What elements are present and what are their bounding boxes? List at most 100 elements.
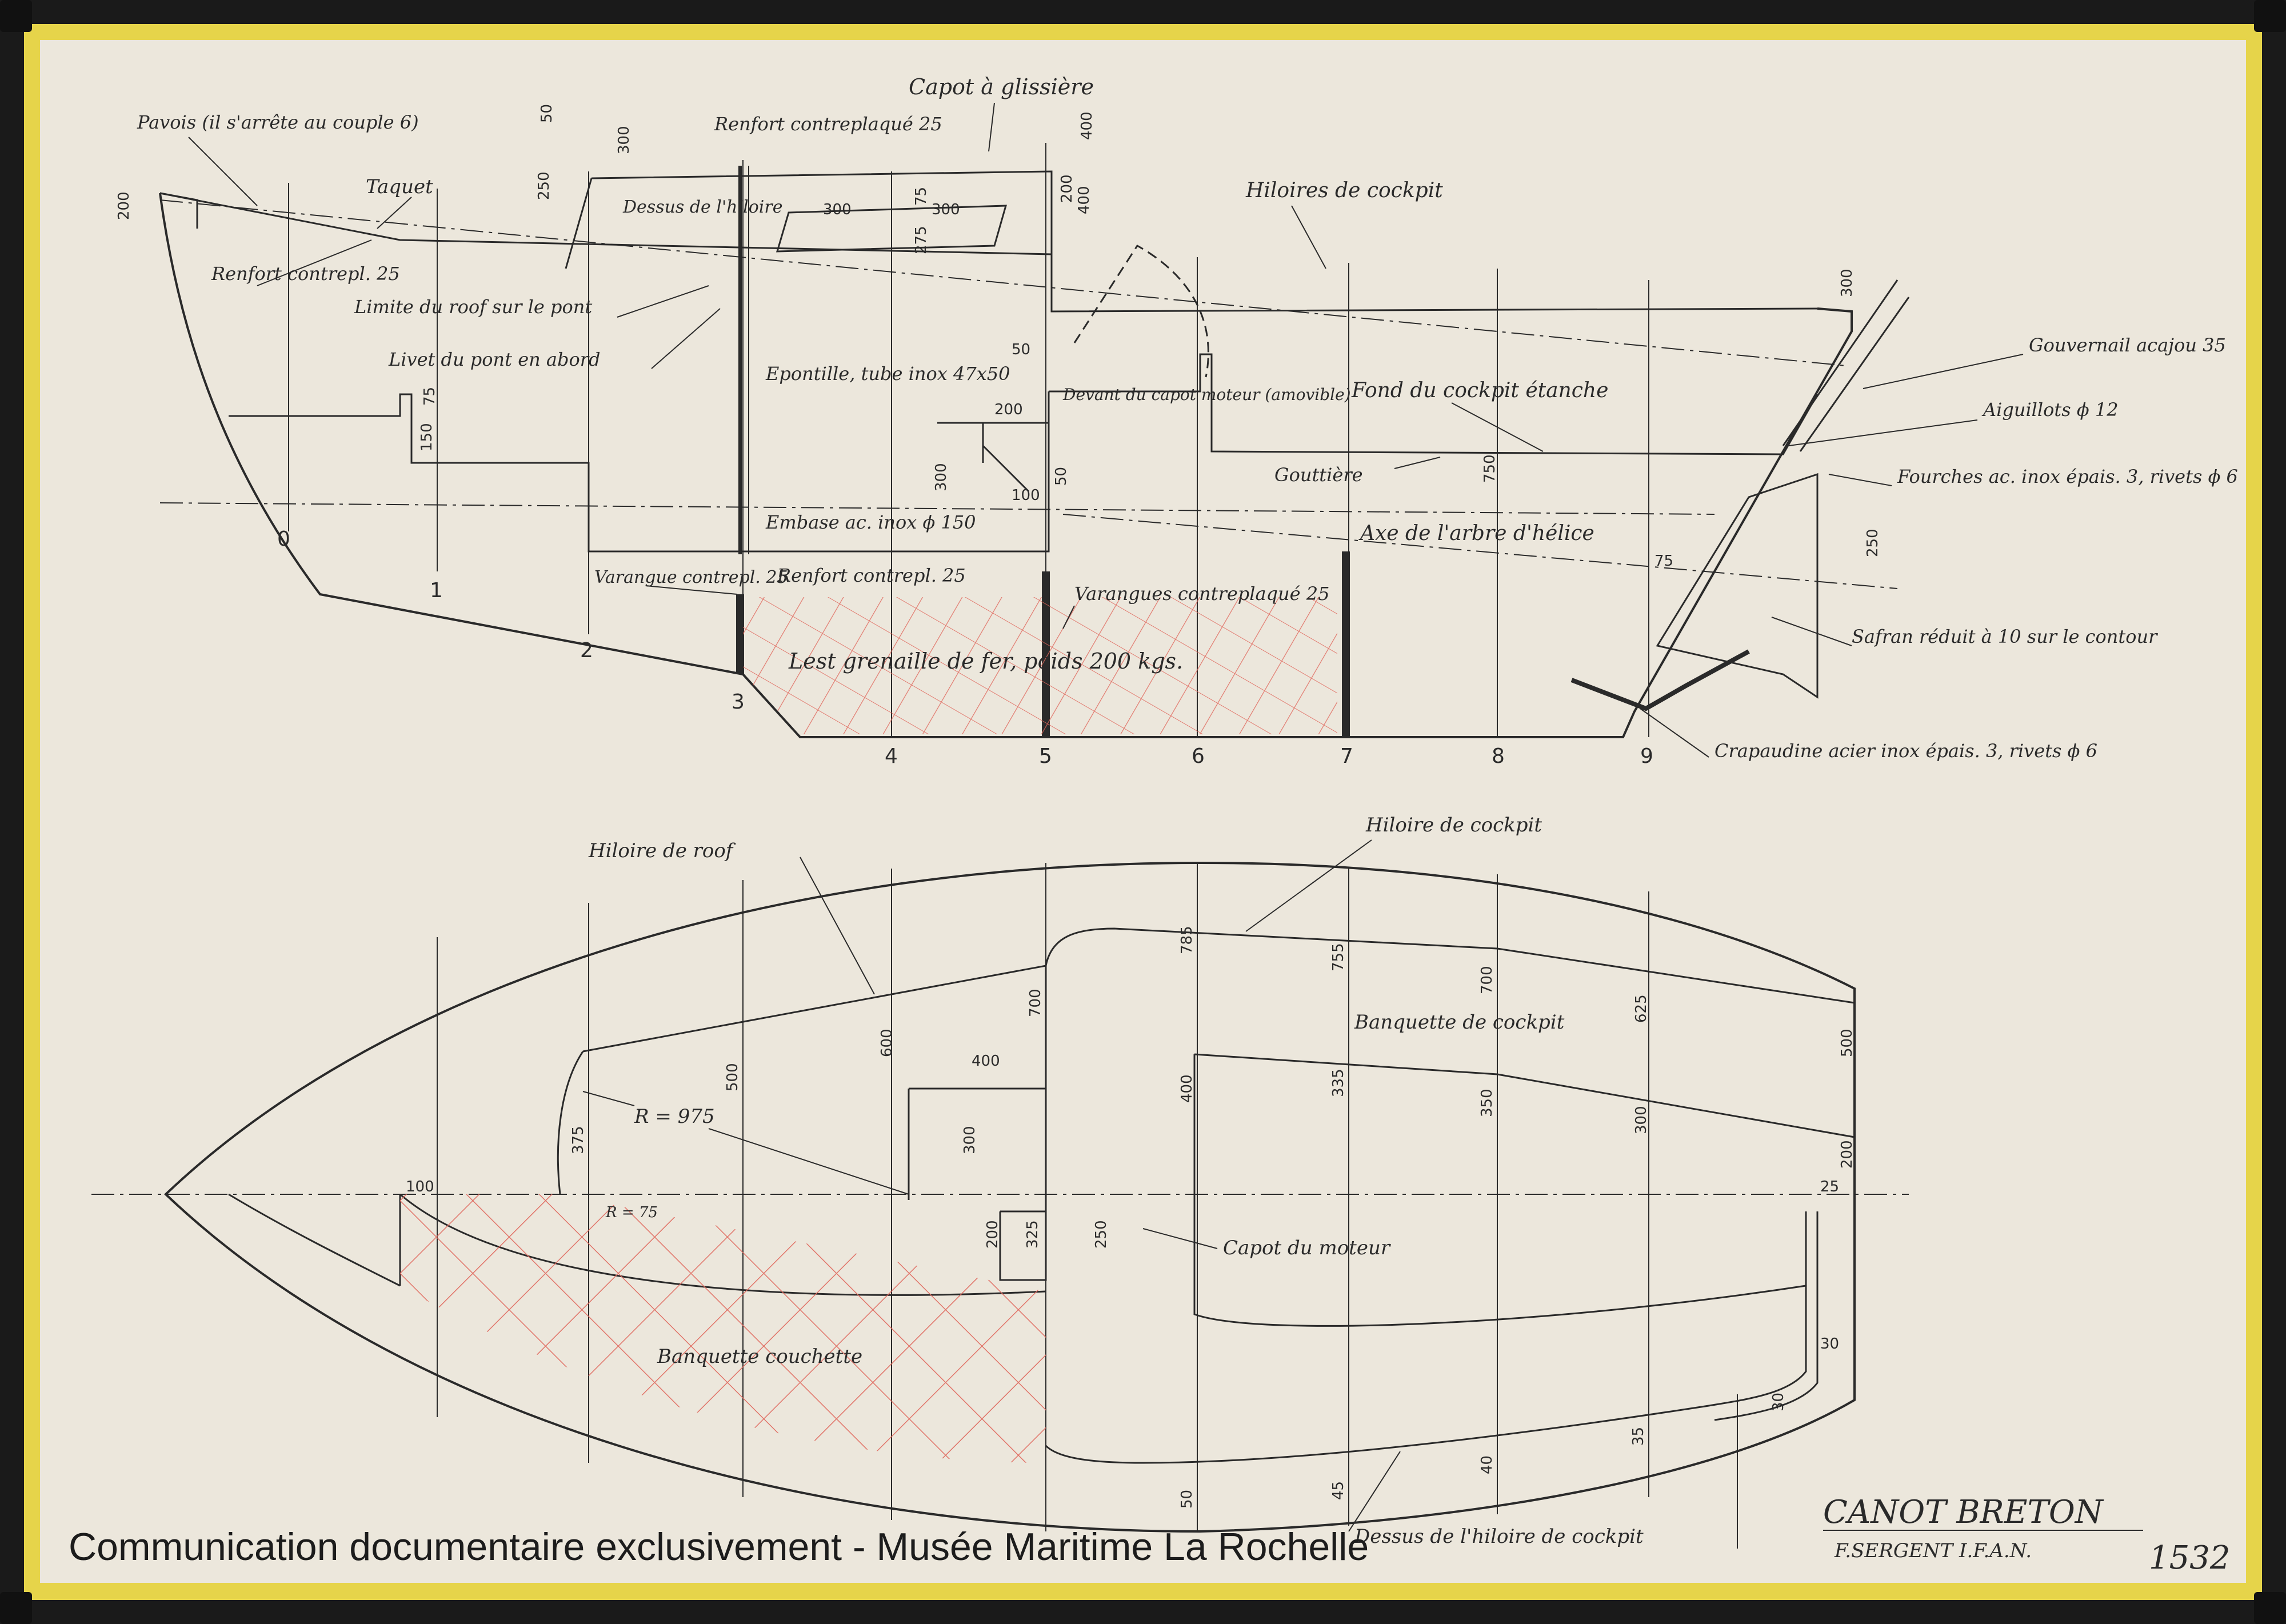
corner-clip (0, 1592, 32, 1624)
engine-mount (982, 445, 1030, 493)
bow-top (159, 192, 198, 229)
cockpit-bench-line (1194, 1053, 1855, 1138)
label-hiloires-cockpit: Hiloires de cockpit (1245, 179, 1443, 202)
baseline (159, 502, 1715, 515)
label-gouttiere: Gouttière (1274, 464, 1363, 486)
profile-labels: Pavois (il s'arrête au couple 6) Capot à… (137, 74, 2238, 762)
station-number: 6 (1192, 745, 1205, 768)
cockpit-outer-edge (1714, 1211, 1819, 1421)
dim: 200 (115, 191, 133, 220)
dim: 375 (570, 1126, 587, 1154)
label-capot-moteur: Capot du moteur (1223, 1237, 1391, 1259)
sheer-line (159, 192, 1818, 313)
dim: 250 (535, 171, 553, 200)
cabin-roof (591, 170, 1053, 254)
dim: 755 (1330, 943, 1347, 971)
dim: 35 (1630, 1427, 1647, 1446)
dim: 200 (994, 401, 1023, 418)
dim: 250 (1864, 529, 1881, 557)
dim: 300 (1633, 1106, 1650, 1134)
deck-chain-line (159, 199, 1847, 366)
station-number: 5 (1039, 745, 1052, 768)
corner-clip (2254, 0, 2286, 32)
rudder (1656, 473, 1819, 699)
cabin-front (565, 178, 593, 269)
label-hiloire-cockpit: Hiloire de cockpit (1365, 814, 1542, 837)
pintle-strap (1570, 649, 1750, 711)
dim: 500 (1839, 1029, 1856, 1057)
station-number: 3 (732, 690, 745, 714)
dim: 45 (1330, 1481, 1347, 1500)
dim: 300 (616, 126, 633, 154)
cockpit-coaming (1045, 927, 1855, 1004)
cockpit-inner-edge (1045, 1211, 1807, 1464)
label-livet: Livet du pont en abord (388, 349, 601, 370)
label-rayon: R = 975 (634, 1105, 715, 1128)
dim: 75 (913, 187, 930, 206)
label-banquette-couchette: Banquette couchette (657, 1345, 862, 1368)
profile-view (159, 143, 1910, 738)
station-number: 9 (1640, 745, 1653, 768)
dim: 625 (1633, 994, 1650, 1023)
plan-labels: Hiloire de roof Hiloire de cockpit Banqu… (588, 814, 1644, 1548)
dim: 50 (1178, 1490, 1196, 1509)
label-axe-arbre: Axe de l'arbre d'hélice (1358, 522, 1594, 545)
dim: 300 (823, 201, 852, 218)
dim: 300 (961, 1126, 978, 1154)
station-number: 7 (1340, 745, 1353, 768)
plan-leaders (582, 839, 1738, 1549)
label-taquet: Taquet (366, 175, 433, 198)
label-devant-capot: Devant du capot moteur (amovible) (1062, 385, 1351, 404)
dim: 50 (538, 104, 555, 123)
profile-dimensions: 200 50 300 250 400 300 300 275 75 200 40… (115, 104, 1881, 570)
dim: 500 (724, 1063, 741, 1091)
dim: 100 (1012, 487, 1040, 504)
dim: 30 (1770, 1393, 1787, 1411)
hatch-arc (1073, 245, 1209, 378)
plan-subtitle: F.SERGENT I.F.A.N. (1834, 1539, 2032, 1562)
label-varangue: Varangue contrepl. 25 (594, 567, 788, 587)
label-embase: Embase ac. inox ϕ 150 (765, 511, 976, 533)
dim: 50 (1012, 341, 1030, 358)
dim: 750 (1481, 454, 1498, 483)
dim: 50 (1053, 467, 1070, 486)
dim: 25 (1820, 1178, 1839, 1195)
label-fourches: Fourches ac. inox épais. 3, rivets ϕ 6 (1897, 466, 2238, 487)
label-varangues-cp: Varangues contreplaqué 25 (1074, 583, 1329, 605)
berth-fore (228, 1193, 401, 1287)
label-rayon-small: R = 75 (605, 1204, 658, 1221)
title-block: CANOT BRETON F.SERGENT I.F.A.N. 1532 (1823, 1494, 2231, 1577)
dim: 275 (913, 226, 930, 254)
label-pavois: Pavois (il s'arrête au couple 6) (137, 111, 419, 133)
rudder-stock (1782, 279, 1910, 452)
dim: 200 (1839, 1140, 1856, 1169)
dim: 200 (984, 1220, 1001, 1249)
engine-box (937, 422, 1049, 463)
corner-clip (2254, 1592, 2286, 1624)
ballast-hatch (743, 597, 1337, 734)
dim: 100 (406, 1178, 434, 1195)
label-epontille: Epontille, tube inox 47x50 (765, 363, 1010, 385)
label-limite-roof: Limite du roof sur le pont (354, 296, 592, 318)
label-renfort-top: Renfort contreplaqué 25 (714, 113, 942, 135)
cockpit-bench-inner (1193, 1054, 1807, 1327)
shaft-axis (1062, 514, 1898, 589)
label-dessus-hiloire: Dessus de l'hiloire (622, 197, 782, 217)
station-number: 0 (277, 527, 290, 551)
corner-clip (0, 0, 32, 32)
station-numbers: 0 1 2 3 4 5 6 7 8 9 (277, 527, 1653, 768)
dim: 325 (1024, 1220, 1041, 1249)
dim: 700 (1027, 989, 1044, 1017)
label-hiloire-roof: Hiloire de roof (588, 839, 736, 862)
plan-dimensions: 400 500 600 700 300 200 325 250 400 785 … (406, 926, 1856, 1509)
dim: 785 (1178, 926, 1196, 954)
dim: 400 (1076, 186, 1093, 214)
dim: 350 (1478, 1089, 1496, 1117)
interior-floor (229, 391, 1050, 553)
dim: 335 (1330, 1069, 1347, 1097)
dim: 200 (1058, 174, 1076, 203)
label-aiguillots: Aiguillots ϕ 12 (1981, 399, 2119, 421)
label-safran: Safran réduit à 10 sur le contour (1852, 626, 2158, 647)
station-number: 8 (1492, 745, 1505, 768)
